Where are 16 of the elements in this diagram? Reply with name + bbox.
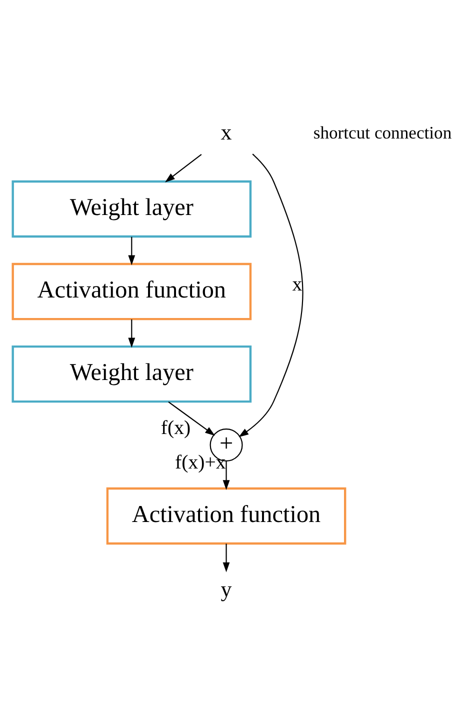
edge-label: x	[292, 272, 302, 295]
arrow	[222, 460, 230, 490]
label: shortcut connection	[313, 122, 452, 142]
node-box: Activation function	[106, 486, 346, 544]
node-text: y	[220, 576, 232, 601]
node-box: Activation function	[12, 262, 252, 320]
arrow	[164, 153, 202, 182]
arrow	[168, 400, 216, 436]
node-box: Weight layer	[12, 344, 252, 402]
arrow	[222, 543, 230, 572]
node-box: Weight layer	[12, 180, 252, 238]
edge-label: f(x)	[160, 416, 191, 439]
arrow	[128, 236, 136, 265]
arrow	[238, 153, 304, 437]
arrow	[128, 318, 136, 348]
node-text: x	[220, 119, 232, 144]
